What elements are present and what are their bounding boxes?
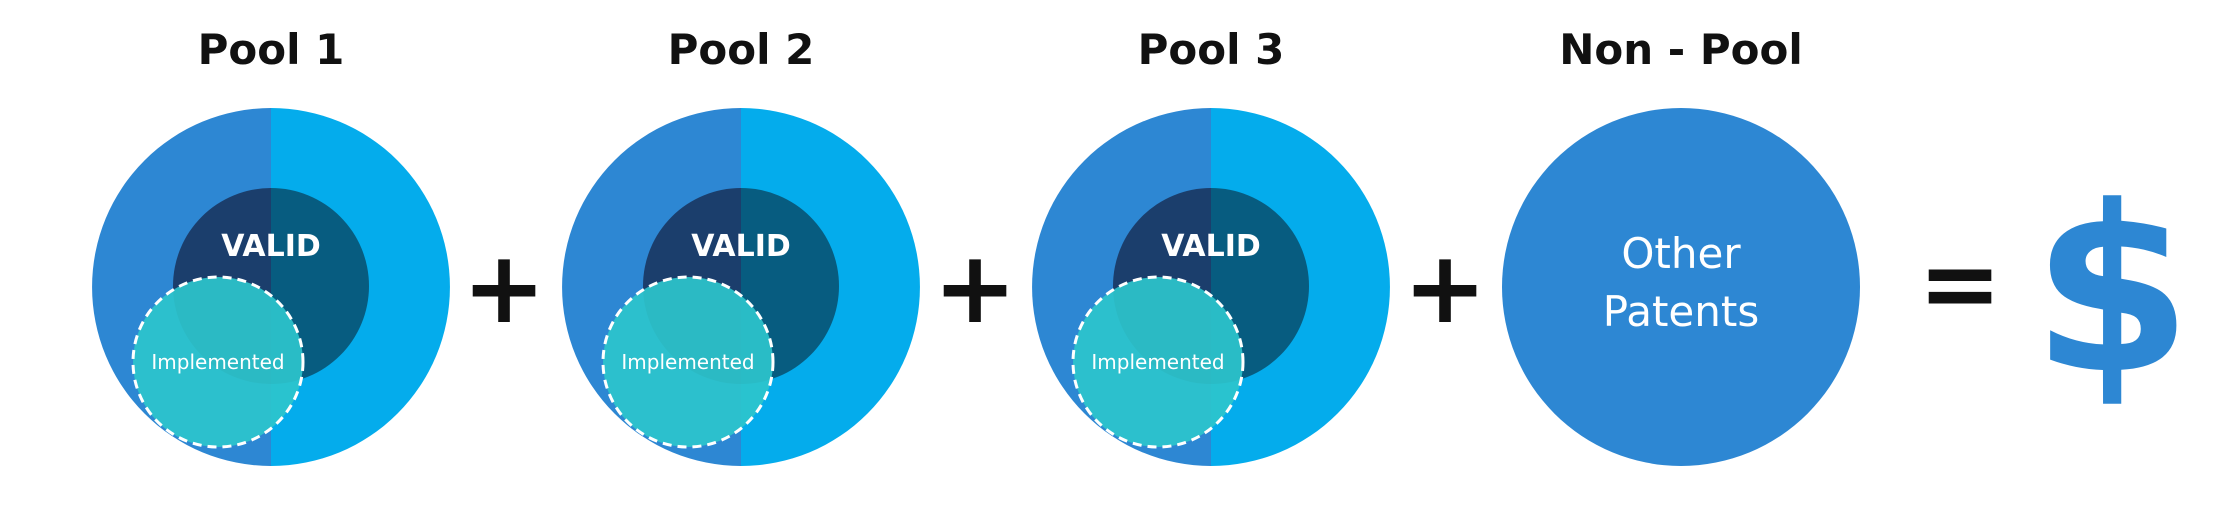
pool-2-implemented-label: Implemented (621, 350, 754, 374)
pool-2-group: Pool 2 VALID Implemented (562, 25, 920, 466)
equals-operator: = (1918, 225, 2002, 342)
pool-3-implemented-circle (1071, 275, 1245, 449)
other-patents-label-line-1: Other (1621, 229, 1741, 278)
pool-1-title: Pool 1 (198, 25, 345, 74)
pool-3-implemented-label: Implemented (1091, 350, 1224, 374)
pool-3-title: Pool 3 (1138, 25, 1285, 74)
non-pool-title: Non - Pool (1559, 25, 1802, 74)
pool-2-title: Pool 2 (668, 25, 815, 74)
pool-3-group: Pool 3 VALID Implemented (1032, 25, 1390, 466)
pool-2-valid-label: VALID (691, 229, 791, 264)
dollar-icon: $ (2032, 158, 2192, 425)
non-pool-group: Non - Pool Other Patents (1502, 25, 1860, 466)
pool-1-implemented-label: Implemented (151, 350, 284, 374)
pool-1-group: Pool 1 VALID Implemented (92, 25, 450, 466)
other-patents-label-line-2: Patents (1603, 287, 1759, 336)
pool-1-valid-label: VALID (221, 229, 321, 264)
plus-operator-3: + (1403, 229, 1487, 346)
pool-2-implemented-circle (601, 275, 775, 449)
pool-1-implemented-circle (131, 275, 305, 449)
plus-operator-1: + (462, 229, 546, 346)
pool-3-valid-label: VALID (1161, 229, 1261, 264)
plus-operator-2: + (933, 229, 1017, 346)
other-patents-circle (1502, 108, 1860, 466)
